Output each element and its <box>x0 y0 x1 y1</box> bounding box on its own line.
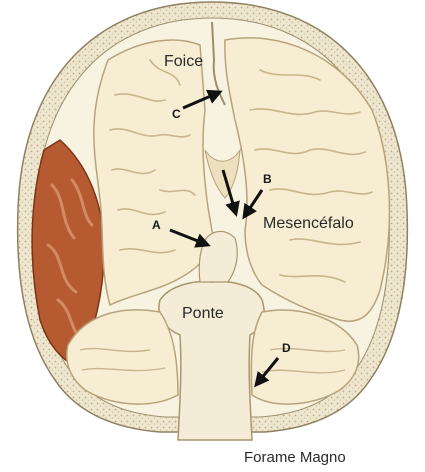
label-a: A <box>152 218 161 232</box>
label-c: C <box>172 107 181 121</box>
label-b: B <box>263 172 272 186</box>
label-midbrain: Mesencéfalo <box>263 215 354 232</box>
label-foramen: Forame Magno <box>244 449 346 466</box>
left-hemisphere <box>94 40 215 305</box>
label-pons: Ponte <box>182 305 224 322</box>
label-falx: Foice <box>164 53 203 70</box>
label-d: D <box>282 341 291 355</box>
